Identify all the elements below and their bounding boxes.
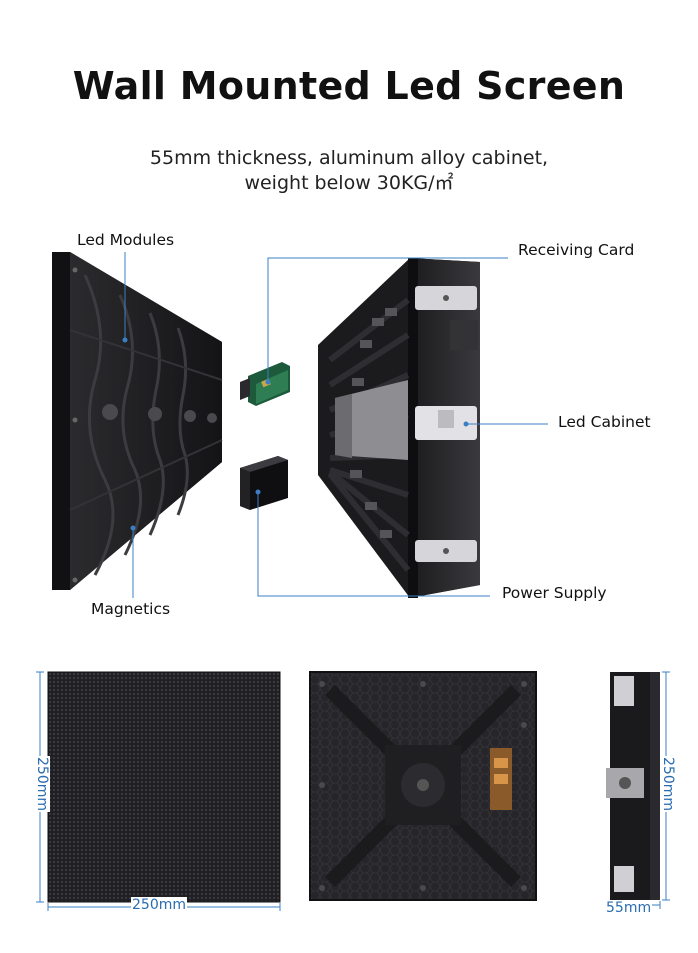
page-subtitle: 55mm thickness, aluminum alloy cabinet, … xyxy=(0,146,698,196)
back-view-module xyxy=(309,671,537,901)
led-cabinet-part xyxy=(318,258,480,598)
front-view-module xyxy=(47,671,281,903)
power-supply-part xyxy=(240,456,288,510)
side-view-cabinet xyxy=(606,672,660,900)
page-title: Wall Mounted Led Screen xyxy=(72,64,626,108)
side-depth-label: 55mm xyxy=(605,900,653,916)
led-module-panel xyxy=(52,252,223,590)
callout-led-cabinet: Led Cabinet xyxy=(558,413,651,431)
callout-power-supply: Power Supply xyxy=(502,584,607,602)
callout-leader-lines xyxy=(124,252,548,598)
front-height-label: 250mm xyxy=(34,756,50,812)
callout-led-modules: Led Modules xyxy=(77,231,175,249)
callout-magnetics: Magnetics xyxy=(91,600,171,618)
side-height-label: 250mm xyxy=(660,756,676,812)
subtitle-line-1: 55mm thickness, aluminum alloy cabinet, xyxy=(149,147,549,169)
callout-receiving-card: Receiving Card xyxy=(518,241,635,259)
receiving-card-part xyxy=(240,362,290,406)
front-width-label: 250mm xyxy=(131,897,187,913)
subtitle-line-2: weight below 30KG/㎡ xyxy=(244,172,454,194)
